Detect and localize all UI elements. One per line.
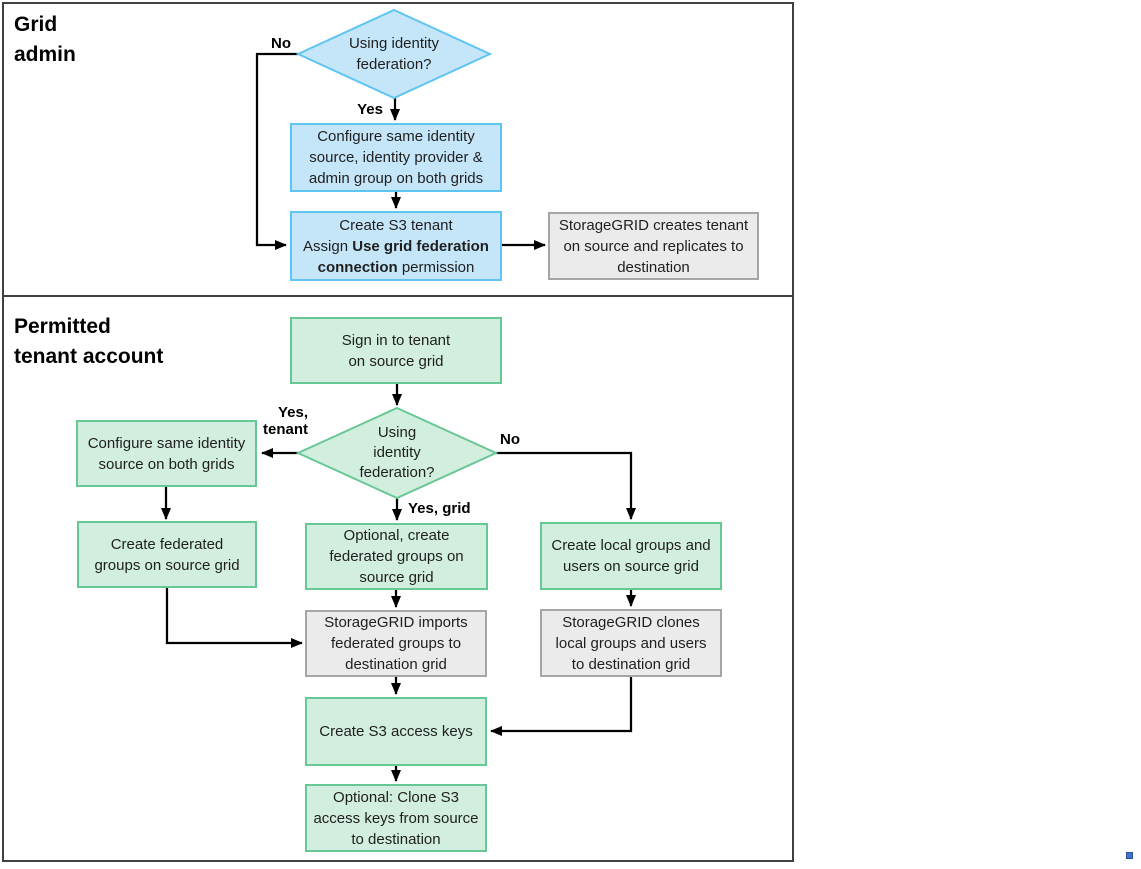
node-text-line: Optional, create	[343, 527, 450, 544]
node-text-line: connection permission	[318, 257, 475, 278]
node-text-line: users on source grid	[563, 558, 699, 575]
node-text-line: access keys from source	[313, 809, 479, 827]
section-divider	[2, 295, 794, 297]
node-text-line: to destination grid	[571, 655, 691, 673]
label-yes-tenant: Yes, tenant	[240, 404, 308, 438]
node-text-line: federated groups to	[330, 635, 462, 652]
decision-text-line: federation?	[356, 56, 432, 73]
tenant-account-title: Permitted tenant account	[14, 312, 163, 372]
grid-admin-decision-label: Using identity federation?	[294, 22, 494, 86]
grid-admin-title-line2: admin	[14, 43, 76, 66]
node-text-line: Create local groups and	[551, 537, 711, 554]
blue-marker-dot	[1126, 852, 1133, 859]
node-storagegrid-clones: StorageGRID clones local groups and user…	[540, 609, 722, 677]
node-create-s3-access-keys: Create S3 access keys	[305, 697, 487, 766]
tenant-title-line1: Permitted	[14, 315, 111, 338]
node-text-line: to destination	[351, 830, 441, 848]
node-create-s3-tenant: Create S3 tenant Assign Use grid federat…	[290, 211, 502, 281]
grid-admin-title-line1: Grid	[14, 13, 58, 36]
node-create-federated-groups: Create federated groups on source grid	[77, 521, 257, 588]
node-text-line: source, identity provider &	[309, 149, 483, 166]
node-text-line: Sign in to tenant	[341, 331, 451, 349]
node-text-line: StorageGRID creates tenant	[558, 216, 749, 234]
text-normal: permission	[401, 258, 475, 276]
node-optional-federated-groups: Optional, create federated groups on sou…	[305, 523, 488, 590]
node-sign-in-tenant: Sign in to tenant on source grid	[290, 317, 502, 384]
node-text-line: admin group on both grids	[308, 170, 484, 187]
decision-text-line: Using	[377, 424, 417, 441]
node-text-line: on source grid	[348, 352, 444, 370]
node-text-line: StorageGRID imports	[324, 614, 468, 631]
node-text-line: Optional: Clone S3	[333, 788, 459, 806]
node-text-line: Configure same identity	[87, 434, 246, 452]
text-bold: Use grid federation	[352, 237, 489, 255]
node-text-line: groups on source grid	[94, 556, 240, 574]
decision-text-line: Using identity	[348, 35, 440, 52]
node-configure-identity-tenant: Configure same identity source on both g…	[76, 420, 257, 487]
node-clone-s3-access-keys: Optional: Clone S3 access keys from sour…	[305, 784, 487, 852]
node-text-line: Create S3 tenant	[339, 216, 453, 234]
node-text-line: local groups and users	[555, 634, 707, 652]
node-configure-identity-grids: Configure same identity source, identity…	[290, 123, 502, 192]
node-text-line: Create federated	[110, 535, 224, 553]
label-no-bottom: No	[500, 431, 520, 448]
label-yes-grid: Yes, grid	[408, 500, 471, 517]
decision-text-line: federation?	[359, 464, 435, 481]
label-line: Yes,	[277, 404, 308, 421]
tenant-title-line2: tenant account	[14, 345, 164, 368]
label-line: tenant	[263, 421, 308, 438]
node-storagegrid-imports: StorageGRID imports federated groups to …	[305, 610, 487, 677]
label-yes-top: Yes	[357, 101, 383, 118]
node-text-line: Assign Use grid federation	[303, 236, 489, 257]
grid-admin-title: Grid admin	[14, 10, 76, 70]
node-text-line: StorageGRID clones	[562, 613, 700, 631]
node-text-line: Create S3 access keys	[319, 723, 473, 740]
node-create-local-groups: Create local groups and users on source …	[540, 522, 722, 590]
decision-text-line: identity	[373, 444, 421, 461]
outer-frame	[2, 2, 794, 862]
text-normal: Assign	[303, 237, 349, 255]
tenant-decision-label: Using identity federation?	[297, 422, 497, 484]
node-text-line: federated groups on	[329, 548, 464, 565]
node-text-line: on source and replicates to	[563, 237, 744, 255]
label-no-top: No	[271, 35, 291, 52]
text-bold: connection	[317, 258, 398, 276]
node-text-line: Configure same identity	[317, 128, 475, 145]
node-text-line: destination grid	[345, 656, 447, 673]
node-text-line: destination	[617, 258, 690, 276]
node-storagegrid-replicates: StorageGRID creates tenant on source and…	[548, 212, 759, 280]
node-text-line: source grid	[359, 569, 434, 586]
node-text-line: source on both grids	[98, 455, 235, 473]
